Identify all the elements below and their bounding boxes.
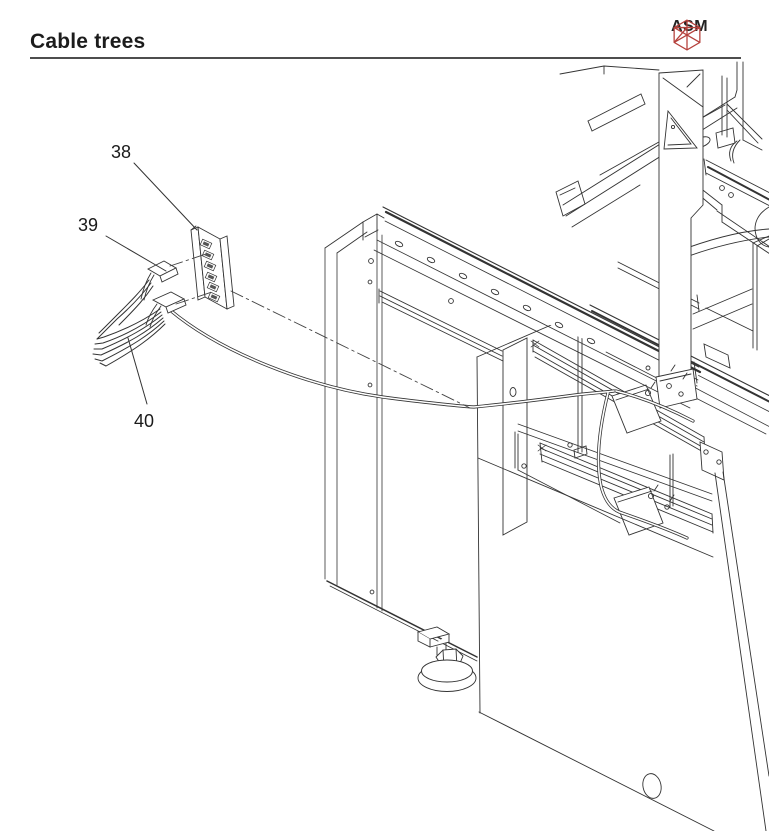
brand-mark: ASM [671,18,713,51]
callout-label-39: 39 [78,215,99,235]
conveyor-bay [477,314,724,535]
main-beam [363,206,700,408]
support-column [646,70,703,408]
leveling-foot [418,627,476,692]
connector-block-38 [191,226,234,309]
cabinet [325,222,477,661]
page-title: Cable trees [30,30,146,53]
base-panel [477,357,769,831]
callout-label-40: 40 [134,411,155,431]
leader-lines [106,163,197,404]
header-rule [30,57,741,59]
signal-cable [170,310,693,538]
callout-label-38: 38 [111,142,132,162]
ribbon-cable-40 [93,280,165,366]
connector-sockets [200,239,220,302]
centerlines [170,254,470,408]
